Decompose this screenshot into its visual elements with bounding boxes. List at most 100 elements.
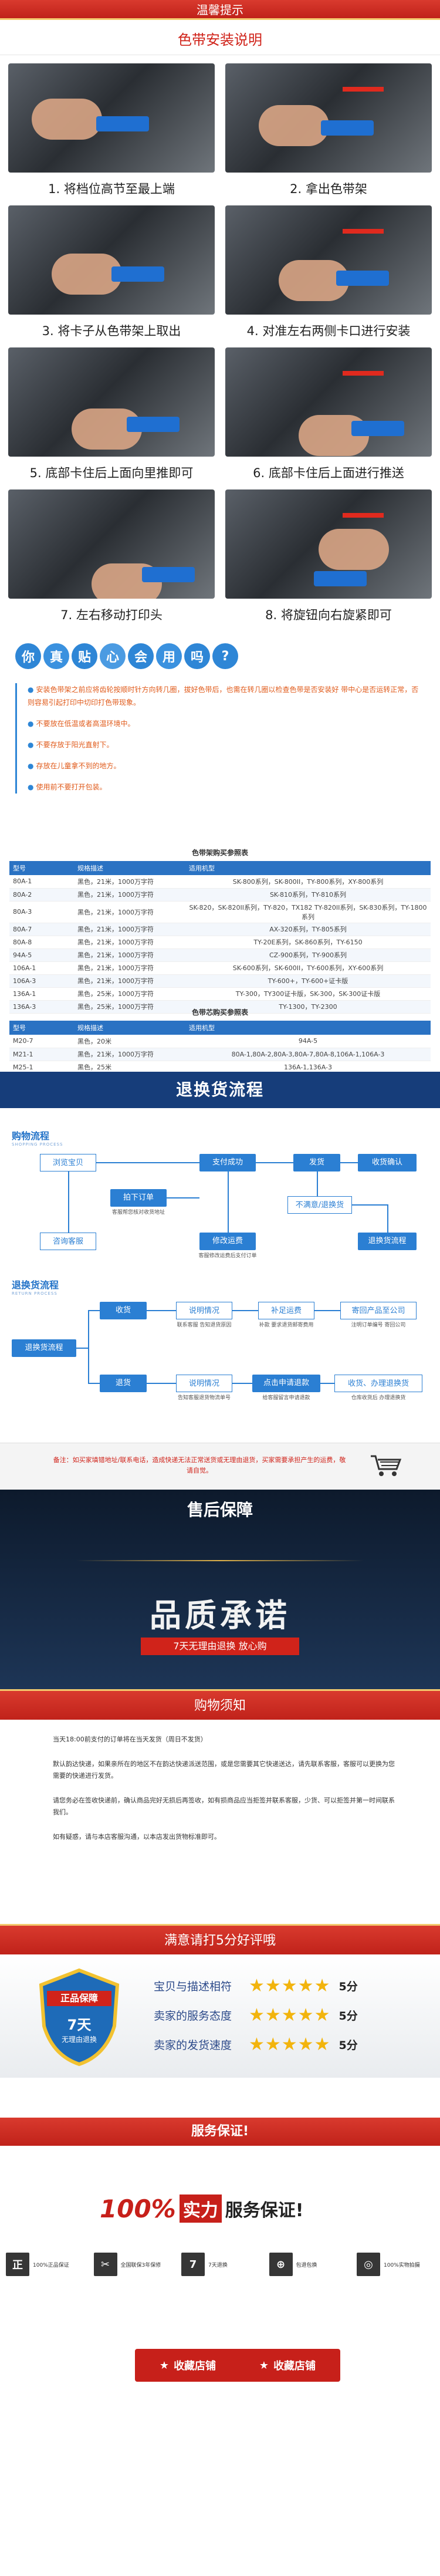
shield-days: 7天 <box>67 2017 92 2033</box>
service-strength: 实力 <box>179 2195 222 2223</box>
flow-refund: 不满意/退换货 <box>287 1196 352 1214</box>
table-cell: 黑色，21米，1000万字符 <box>74 888 185 902</box>
tip-text: 安装色带架之前应将齿轮按顺时针方向转几圈，拔好色带后，也需在转几圈以检查色带是否… <box>28 686 419 707</box>
table-cell: SK-820，SK-820II系列，TY-820，TX182 TY-820II系… <box>185 901 431 923</box>
tips-section: 你真贴心会用吗? ●安装色带架之前应将齿轮按顺时针方向转几圈，拔好色带后，也需在… <box>0 626 440 842</box>
ret-ship: 退货 <box>100 1375 147 1392</box>
rating-row: 卖家的发货速度★★★★★5分 <box>154 2030 418 2059</box>
rating-body: 正品保障 7天 无理由退换 宝贝与描述相符★★★★★5分卖家的服务态度★★★★★… <box>0 1954 440 2078</box>
step-caption: 1. 将档位高节至最上端 <box>48 182 175 196</box>
tips-title-char: 用 <box>156 643 182 669</box>
guarantee-headline: 品质承诺 <box>150 1597 290 1634</box>
notice-body: 当天18:00前支付的订单将在当天发货（周日不发货）默认韵达快递，如果亲所在的地… <box>0 1720 440 1843</box>
warning-text: 备注：如买家填错地址/联系电话，造成快递无法正常送货或无理由退货，买家需要承担产… <box>53 1456 346 1474</box>
step-caption: 4. 对准左右两侧卡口进行安装 <box>246 324 411 338</box>
top-banner: 温馨提示 <box>0 0 440 20</box>
step-caption: 2. 拿出色带架 <box>290 182 367 196</box>
shield-badge: 正品保障 7天 无理由退换 <box>35 1967 123 2067</box>
guarantee-section: 售后保障 品质承诺 7天无理由退换 放心购 <box>0 1490 440 1689</box>
flow-returns-link: 退换货流程 <box>358 1233 417 1250</box>
rating-section: 满意请打5分好评哦 正品保障 7天 无理由退换 宝贝与描述相符★★★★★5分卖家… <box>0 1924 440 2118</box>
service-icon: ✂ <box>93 2253 117 2276</box>
favorite-store-button-left[interactable]: ★收藏店铺 <box>135 2349 241 2382</box>
table-cell: 80A-1 <box>9 875 74 889</box>
ret-fee: 补足运费 <box>258 1302 314 1319</box>
table-cell: 黑色，20米 <box>74 1035 185 1048</box>
ret-fee-note: 补款 要求退货邮寄费用 <box>259 1322 314 1328</box>
table-cell: SK-600系列，SK-600II，TY-600系列，XY-600系列 <box>185 961 431 975</box>
table-header: 型号 <box>9 1021 74 1035</box>
table-header: 适用机型 <box>185 861 431 875</box>
ret-explain-note: 联系客服 告知退货原因 <box>177 1322 232 1328</box>
rating-score: 5分 <box>339 2009 358 2023</box>
star-rating-icon: ★★★★★ <box>249 2004 331 2025</box>
table-cell: 80A-3 <box>9 901 74 923</box>
rating-label: 卖家的服务态度 <box>154 2009 232 2023</box>
star-icon: ★ <box>259 2359 269 2372</box>
star-icon: ★ <box>159 2359 170 2372</box>
table-cell: TY-300，TY300证卡版，SK-300，SK-300证卡版 <box>185 987 431 1001</box>
step-photo <box>225 63 432 173</box>
table-cell: 黑色，21米，1000万字符 <box>74 1048 185 1061</box>
tip-text: 不要放在低温或者高温环境中。 <box>36 720 135 728</box>
step-photo <box>8 489 215 599</box>
step-photo <box>225 347 432 457</box>
table-cell: 黑色，21米，1000万字符 <box>74 875 185 889</box>
page-title: 温馨提示 <box>197 3 243 17</box>
flow-order: 拍下订单 <box>110 1189 167 1207</box>
bullet-icon: ● <box>28 783 34 791</box>
table-cell: 94A-5 <box>185 1035 431 1048</box>
table-cell: 136A-1 <box>9 987 74 1001</box>
service-icon: ⊕ <box>269 2253 293 2276</box>
tips-title: 你真贴心会用吗? <box>15 643 425 669</box>
service-label: 7天退换 <box>208 2262 228 2268</box>
tip-item: ●使用前不要打开包装。 <box>28 781 425 794</box>
bullet-icon: ● <box>28 686 34 694</box>
tip-item: ●安装色带架之前应将齿轮按顺时针方向转几圈，拔好色带后，也需在转几圈以检查色带是… <box>28 683 425 709</box>
bullet-icon: ● <box>28 762 34 770</box>
ret-receive: 收货 <box>100 1302 147 1319</box>
step-card: 8. 将旋钮向右旋紧即可 <box>225 489 432 626</box>
tips-title-char: 心 <box>100 643 126 669</box>
favorite-store-button-right[interactable]: ★收藏店铺 <box>235 2349 340 2382</box>
step-photo <box>225 205 432 315</box>
table-header: 适用机型 <box>185 1021 431 1035</box>
footer-section: ★收藏店铺 ★收藏店铺 <box>0 2323 440 2417</box>
step-photo <box>8 347 215 457</box>
step-card: 1. 将档位高节至最上端 <box>8 63 215 200</box>
warning-strip: 备注：如买家填错地址/联系电话，造成快递无法正常送货或无理由退货，买家需要承担产… <box>0 1443 440 1490</box>
ret-notice: 说明情况 <box>176 1375 232 1392</box>
guarantee-banner-text: 售后保障 <box>187 1500 253 1520</box>
ret-apply: 点击申请退款 <box>252 1375 320 1392</box>
shield-sub: 无理由退换 <box>61 2035 97 2044</box>
service-icon: ◎ <box>357 2253 380 2276</box>
guarantee-banner: 售后保障 <box>0 1490 440 1531</box>
table-cell: 黑色，21米，1000万字符 <box>74 974 185 988</box>
tips-title-char: 会 <box>128 643 154 669</box>
step-card: 7. 左右移动打印头 <box>8 489 215 626</box>
table-cell: 80A-8 <box>9 936 74 949</box>
rating-banner: 满意请打5分好评哦 <box>0 1924 440 1954</box>
tips-title-char: 你 <box>15 643 41 669</box>
tips-title-char: 贴 <box>72 643 97 669</box>
ret-apply-note: 给客服留言申请退款 <box>262 1395 310 1401</box>
step-caption: 8. 将旋钮向右旋紧即可 <box>265 608 392 622</box>
bullet-icon: ● <box>28 720 34 728</box>
table-header: 规格描述 <box>74 1021 185 1035</box>
tip-item: ●不要放在低温或者高温环境中。 <box>28 717 425 730</box>
table-header: 型号 <box>9 861 74 875</box>
table-cell: 106A-3 <box>9 974 74 988</box>
flow-section: 购物流程 SHOPPING PROCESS 浏览宝贝 拍下订单 客服帮您核对收货… <box>0 1108 440 1443</box>
step-photo <box>8 63 215 173</box>
table-cell: CZ-900系列，TY-900系列 <box>185 948 431 962</box>
table-cell: 80A-1,80A-2,80A-3,80A-7,80A-8,106A-1,106… <box>185 1048 431 1061</box>
service-label: 100%实物拍摄 <box>384 2262 420 2268</box>
tip-item: ●存放在儿童拿不到的地方。 <box>28 759 425 772</box>
